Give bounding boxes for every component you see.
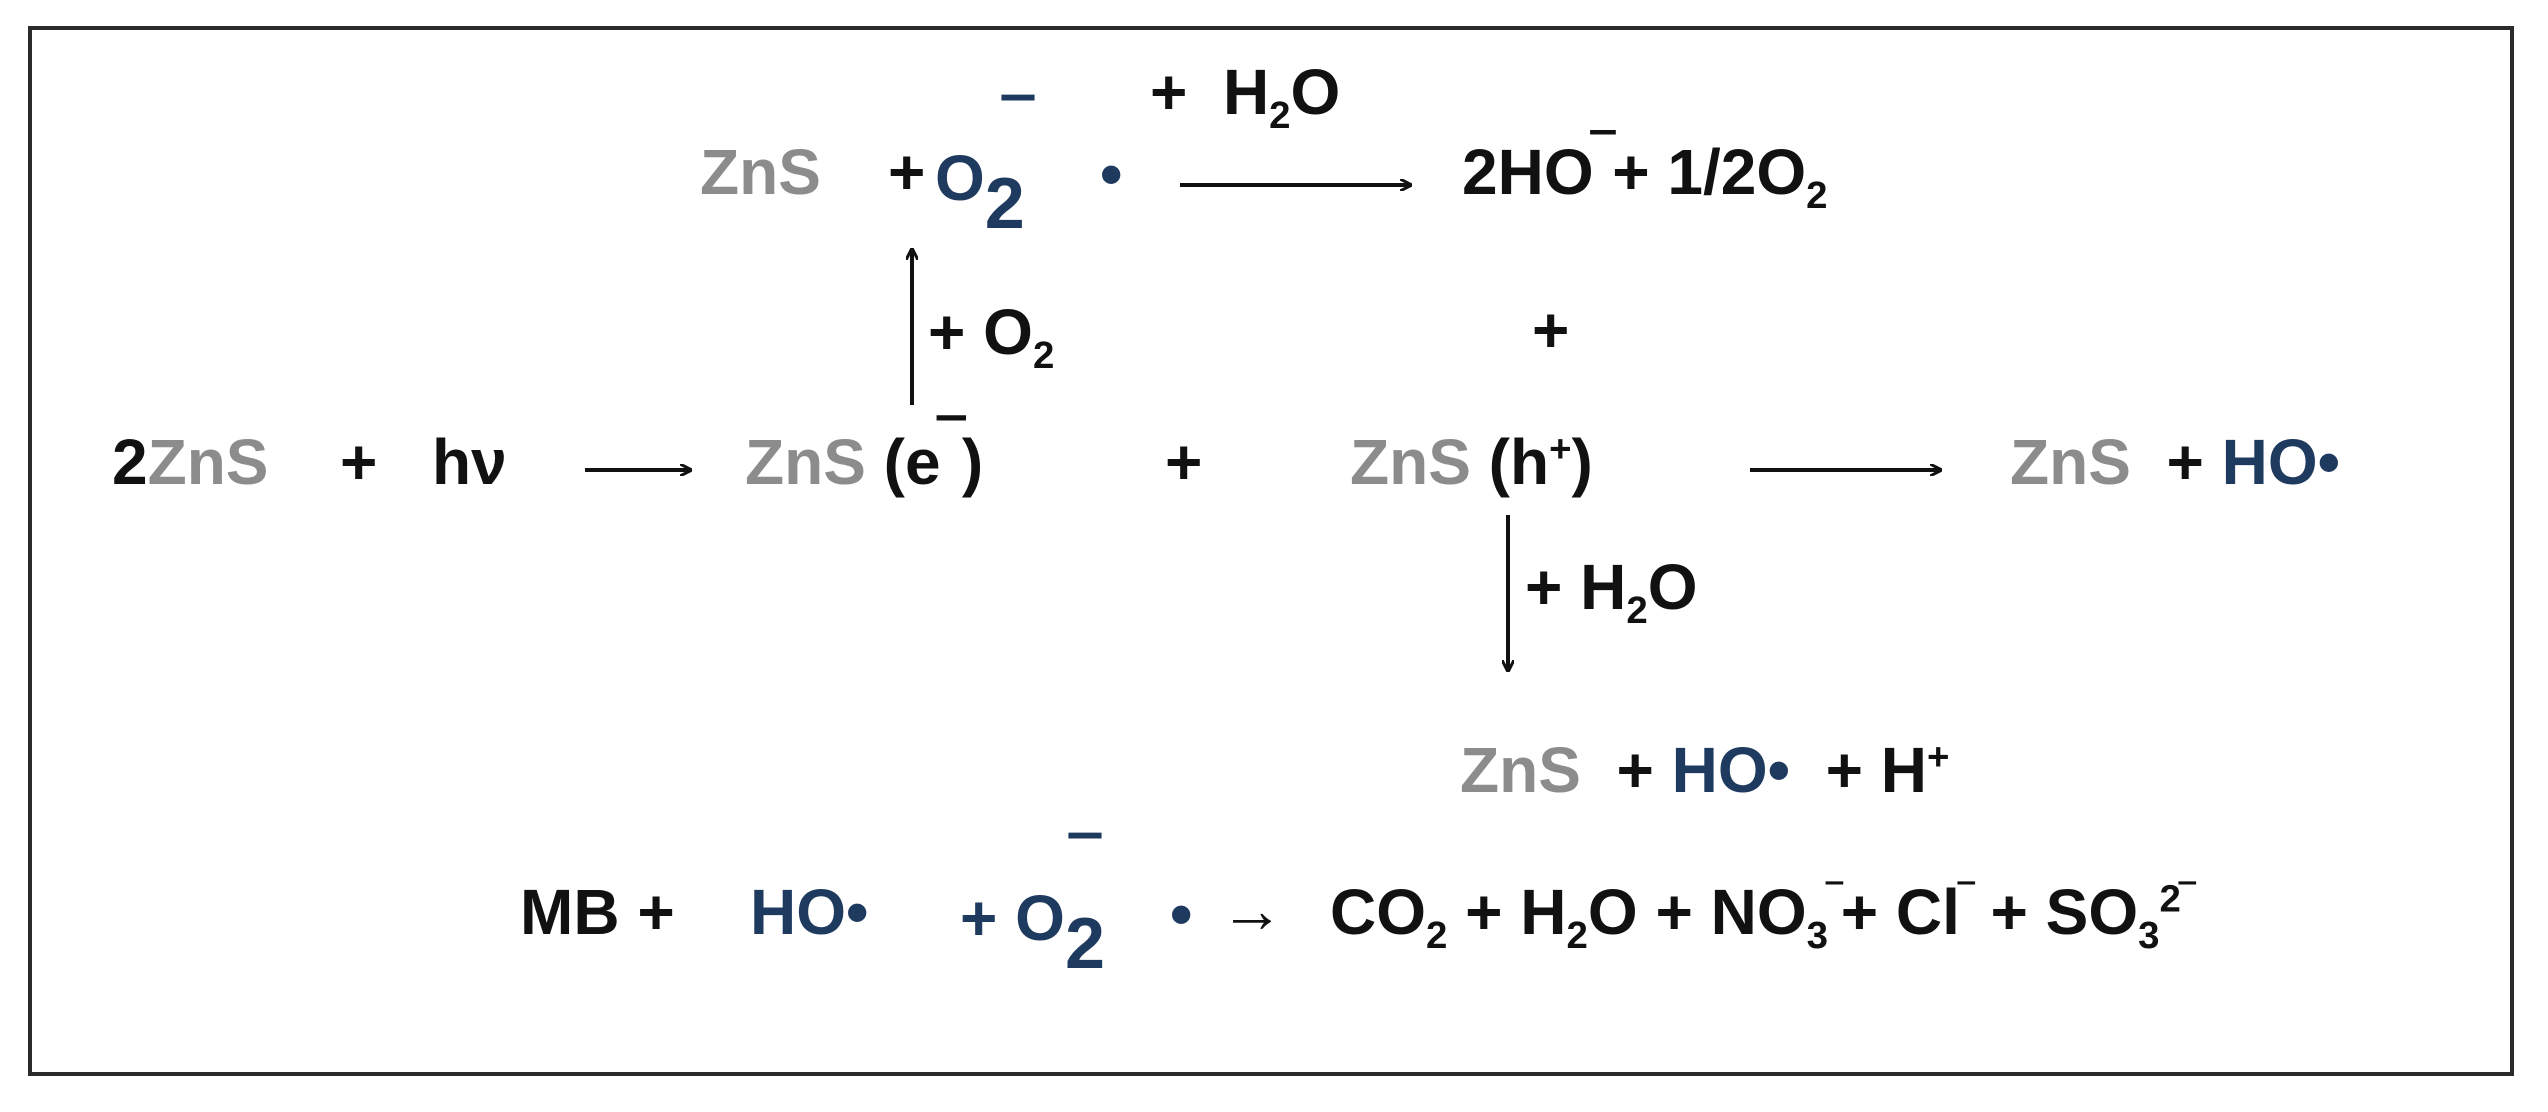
top-products: 2HO‾+ 1/2O2 [1462,123,1828,217]
down-products: ZnS + HO• + H+ [1460,734,1950,806]
top-radical-dot: • [1100,138,1123,210]
diagram-frame [28,26,2514,1076]
reactant-2zns: 2ZnS [112,426,269,498]
bottom-radical-dot: • [1170,878,1193,950]
label-plus-o2: + O2 [928,296,1055,377]
top-plus: + [888,136,926,208]
zns-hole: ZnS (h+) [1350,426,1593,498]
photon-hv: hν [432,426,507,498]
top-superoxide: O2 [935,142,1025,244]
top-zns: ZnS [700,136,821,208]
top-reagent-h2o: + H2O [1150,56,1341,137]
mid-plus-1: + [340,426,378,498]
bottom-ho: HO• [750,876,869,948]
zns-electron: ZnS (e‾) [745,408,984,498]
bottom-mb: MB + [520,876,675,948]
mid-plus-right: + [1532,294,1570,366]
bottom-superoxide: + O2 [960,882,1105,984]
mid-plus-2: + [1165,426,1203,498]
right-products: ZnS + HO• [2010,426,2340,498]
top-superoxide-charge: ‾ [1006,88,1030,168]
bottom-superoxide-charge: ‾ [1073,826,1097,906]
bottom-arrow: → [1220,874,1284,946]
bottom-products: CO2 + H2O + NO3‾+ Cl‾ + SO32‾ [1330,876,2194,957]
label-plus-h2o: + H2O [1525,551,1698,632]
